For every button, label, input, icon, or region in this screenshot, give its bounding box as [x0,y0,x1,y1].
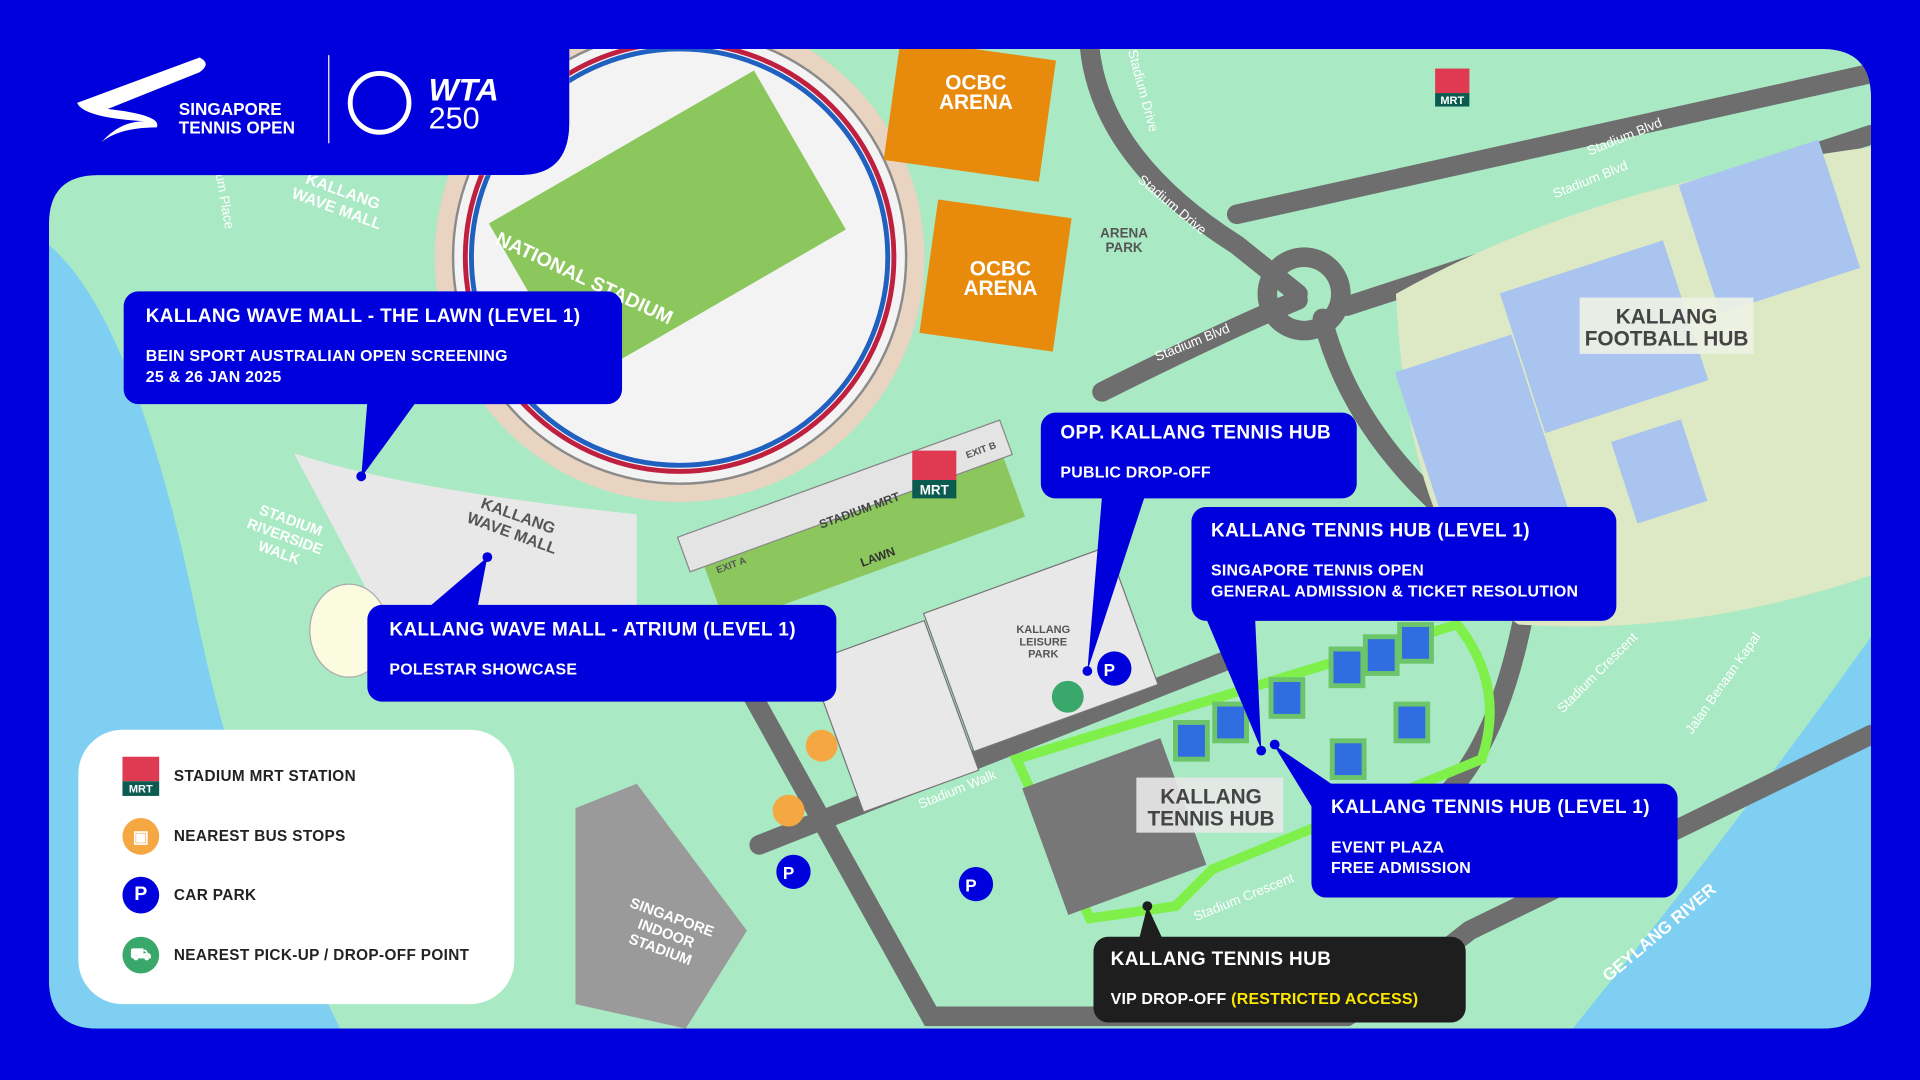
mrt-marker-text: MRT [920,483,950,498]
label-ocbc-arena-2b: ARENA [963,277,1037,300]
callout-line: 25 & 26 JAN 2025 [145,367,282,386]
callout-public-dropoff[interactable]: OPP. KALLANG TENNIS HUB PUBLIC DROP-OFF [1040,412,1357,499]
label-leisure-park: KALLANG [1016,624,1070,636]
wta-text: WTA [428,71,499,108]
mrt-marker-text: MRT [1440,95,1464,107]
label-arena-park: ARENA [1100,226,1148,241]
callout-title: KALLANG TENNIS HUB [1110,948,1332,970]
mrt-icon-text: MRT [122,781,160,796]
legend-label: NEAREST BUS STOPS [173,827,346,845]
restricted-access-label: (RESTRICTED ACCESS) [1231,989,1419,1008]
pickup-marker[interactable] [1051,680,1084,713]
mrt-marker-top[interactable]: MRT [1435,68,1470,108]
label-tennis-hub: KALLANG [1160,785,1262,808]
label-arena-park-b: PARK [1106,240,1143,255]
svg-text:P: P [1104,660,1115,680]
label-ocbc-arena-2: OCBC [970,258,1031,281]
ocbc-arena-1 [883,48,1056,182]
callout-line: FREE ADMISSION [1331,858,1471,877]
ocbc-arena-2 [919,199,1072,352]
callout-line: VIP DROP-OFF [1110,989,1227,1008]
label-ocbc-arena-1b: ARENA [939,91,1013,114]
legend-item-car-park: P CAR PARK [122,876,257,914]
label-football-hub-b: FOOTBALL HUB [1585,327,1749,350]
legend-label: NEAREST PICK-UP / DROP-OFF POINT [173,946,470,964]
wta-player-icon [347,71,412,135]
svg-text:P: P [965,875,976,895]
brand-line2: TENNIS OPEN [178,117,295,138]
wta-tier: 250 [428,101,480,136]
roundabout [1257,247,1351,341]
callout-title: KALLANG WAVE MALL - THE LAWN (LEVEL 1) [145,306,581,327]
legend-label: CAR PARK [173,886,257,904]
label-leisure-park-b: LEISURE [1019,636,1067,648]
legend-item-pickup: ⛟ NEAREST PICK-UP / DROP-OFF POINT [122,936,470,974]
callout-line: PUBLIC DROP-OFF [1060,462,1211,482]
tennis-courts [1173,622,1434,781]
callout-line: EVENT PLAZA [1331,837,1445,856]
label-leisure-park-c: PARK [1028,649,1058,661]
indoor-stadium [575,783,747,1029]
callout-wave-mall-lawn[interactable]: KALLANG WAVE MALL - THE LAWN (LEVEL 1) B… [123,291,623,405]
mrt-marker-stadium[interactable]: MRT [912,450,957,499]
tennis-hub-boundary [1009,618,1495,924]
callout-vip-dropoff[interactable]: KALLANG TENNIS HUB VIP DROP-OFF (RESTRIC… [1093,936,1466,1023]
label-football-hub: KALLANG [1616,305,1718,328]
label-ocbc-arena-1: OCBC [945,71,1006,94]
callout-title: OPP. KALLANG TENNIS HUB [1060,422,1332,444]
mrt-icon: MRT [122,756,160,796]
callout-title: KALLANG WAVE MALL - ATRIUM (LEVEL 1) [389,619,796,641]
svg-text:P: P [783,863,794,883]
callout-wave-mall-atrium[interactable]: KALLANG WAVE MALL - ATRIUM (LEVEL 1) POL… [367,604,837,702]
callout-line: GENERAL ADMISSION & TICKET RESOLUTION [1211,581,1579,601]
bus-icon: ▣ [122,817,160,855]
legend-item-bus: ▣ NEAREST BUS STOPS [122,817,346,855]
swoosh-icon [77,57,206,143]
callout-line: SINGAPORE TENNIS OPEN [1211,560,1425,580]
pickup-dropoff-icon: ⛟ [122,936,160,974]
car-park-markers[interactable] [776,651,1132,902]
car-park-icon: P [122,876,160,914]
car-park-letters: P P P [783,660,1115,896]
callout-line: POLESTAR SHOWCASE [389,660,578,679]
label-tennis-hub-b: TENNIS HUB [1147,807,1274,830]
legend-label: STADIUM MRT STATION [173,767,357,785]
map-legend: MRT STADIUM MRT STATION ▣ NEAREST BUS ST… [78,729,515,1005]
callout-event-plaza[interactable]: KALLANG TENNIS HUB (LEVEL 1) EVENT PLAZA… [1311,783,1678,898]
legend-item-mrt: MRT STADIUM MRT STATION [122,756,357,796]
bus-stop-markers[interactable] [772,729,838,827]
logo-divider [328,55,330,144]
callout-title: KALLANG TENNIS HUB (LEVEL 1) [1331,797,1650,818]
callout-general-admission[interactable]: KALLANG TENNIS HUB (LEVEL 1) SINGAPORE T… [1191,506,1617,621]
callout-line: BEIN SPORT AUSTRALIAN OPEN SCREENING [145,346,508,365]
callout-title: KALLANG TENNIS HUB (LEVEL 1) [1211,520,1530,542]
brand-line1: SINGAPORE [178,99,282,119]
